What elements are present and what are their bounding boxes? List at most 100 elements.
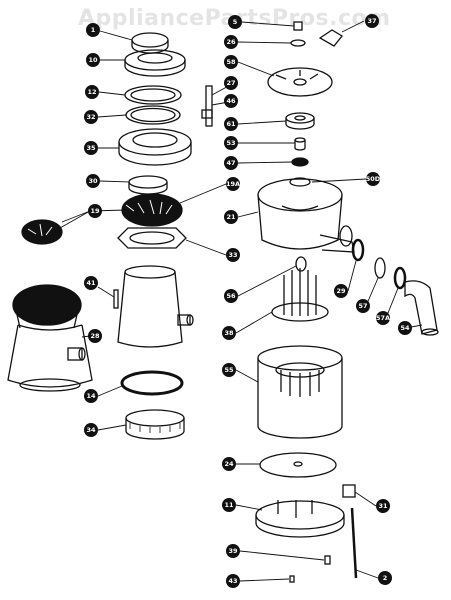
- svg-text:14: 14: [86, 392, 96, 400]
- part-clip: [318, 29, 343, 47]
- part-hopper: [117, 265, 194, 348]
- svg-text:32: 32: [86, 113, 95, 121]
- callout-57a: 57A: [376, 311, 390, 325]
- callout-53: 53: [224, 136, 238, 150]
- callout-56: 56: [224, 289, 238, 303]
- svg-text:27: 27: [226, 79, 235, 87]
- svg-text:11: 11: [224, 501, 234, 509]
- part-bushing: [285, 112, 315, 130]
- svg-text:30: 30: [88, 177, 98, 185]
- svg-text:56: 56: [226, 292, 236, 300]
- svg-text:12: 12: [87, 88, 96, 96]
- part-small-pin: [113, 289, 119, 309]
- part-hopper-assembly: [7, 284, 93, 392]
- part-ring-gasket: [374, 257, 386, 279]
- callout-19a: 19A: [226, 177, 240, 191]
- svg-text:19: 19: [90, 207, 100, 215]
- callout-5: 5: [228, 15, 242, 29]
- part-coupling: [393, 266, 407, 290]
- callout-35: 35: [84, 141, 98, 155]
- part-spring: [295, 256, 307, 272]
- callout-46: 46: [224, 94, 238, 108]
- part-screw: [324, 555, 331, 565]
- svg-text:28: 28: [90, 332, 100, 340]
- leader-lines: [59, 20, 423, 582]
- part-clamp-band: [125, 409, 185, 440]
- svg-text:10: 10: [88, 56, 98, 64]
- callout-57: 57: [356, 299, 370, 313]
- callout-24: 24: [222, 457, 236, 471]
- callout-33: 33: [226, 248, 240, 262]
- svg-text:24: 24: [224, 460, 234, 468]
- svg-text:61: 61: [226, 120, 236, 128]
- svg-text:43: 43: [228, 577, 237, 585]
- callout-14: 14: [84, 389, 98, 403]
- svg-text:55: 55: [224, 366, 234, 374]
- callout-26: 26: [224, 35, 238, 49]
- svg-text:57: 57: [358, 302, 367, 310]
- svg-text:34: 34: [86, 426, 96, 434]
- callout-labels: 1 10 12 32 35 30 19A 19 33 41 28 14 34 5…: [84, 14, 412, 588]
- svg-text:33: 33: [228, 251, 237, 259]
- callout-58: 58: [224, 55, 238, 69]
- callout-54: 54: [398, 321, 412, 335]
- callout-12: 12: [85, 85, 99, 99]
- part-large-oring: [120, 370, 184, 396]
- part-outlet-elbow: [404, 280, 439, 336]
- callout-55: 55: [222, 363, 236, 377]
- part-tubular-gasket: [351, 238, 365, 262]
- part-washer-small: [290, 39, 306, 47]
- callout-39: 39: [226, 544, 240, 558]
- callout-32: 32: [84, 110, 98, 124]
- part-mounting-ring: [118, 128, 192, 166]
- part-gasket: [128, 175, 168, 195]
- callout-27: 27: [224, 76, 238, 90]
- svg-text:21: 21: [226, 213, 236, 221]
- part-switch: [342, 484, 356, 498]
- part-nut: [293, 21, 303, 31]
- callout-34: 34: [84, 423, 98, 437]
- callout-41: 41: [84, 276, 98, 290]
- svg-text:41: 41: [86, 279, 96, 287]
- svg-text:57A: 57A: [376, 314, 390, 322]
- part-flange: [124, 49, 186, 77]
- part-ring: [124, 85, 182, 105]
- callout-2: 2: [378, 571, 392, 585]
- svg-text:58: 58: [226, 58, 236, 66]
- svg-text:26: 26: [226, 38, 236, 46]
- callout-28: 28: [88, 329, 102, 343]
- part-sleeve: [294, 137, 306, 151]
- callout-19: 19: [88, 204, 102, 218]
- callout-31: 31: [376, 499, 390, 513]
- part-motor: [257, 345, 343, 439]
- callout-37: 37: [365, 14, 379, 28]
- svg-text:31: 31: [378, 502, 388, 510]
- callout-21: 21: [224, 210, 238, 224]
- svg-text:47: 47: [226, 159, 235, 167]
- callout-43: 43: [226, 574, 240, 588]
- svg-text:54: 54: [400, 324, 410, 332]
- part-stud: [205, 85, 213, 127]
- part-turntable: [267, 67, 333, 97]
- callout-10: 10: [86, 53, 100, 67]
- part-small-screw: [289, 575, 295, 583]
- part-reset-button: [201, 109, 213, 119]
- callout-30: 30: [86, 174, 100, 188]
- svg-text:39: 39: [228, 547, 238, 555]
- part-lower-gasket: [259, 452, 337, 478]
- svg-text:46: 46: [226, 97, 236, 105]
- callout-50d: 50D: [366, 172, 381, 186]
- part-mount-plate: [117, 227, 187, 249]
- part-long-screw: [350, 507, 358, 579]
- svg-text:2: 2: [383, 574, 388, 582]
- svg-text:5: 5: [233, 18, 238, 26]
- callout-1: 1: [86, 23, 100, 37]
- part-splash-baffle: [121, 193, 183, 227]
- callout-38: 38: [222, 326, 236, 340]
- svg-text:38: 38: [224, 329, 234, 337]
- callout-61: 61: [224, 117, 238, 131]
- callout-29: 29: [334, 284, 348, 298]
- part-baffle-stopper: [21, 219, 63, 245]
